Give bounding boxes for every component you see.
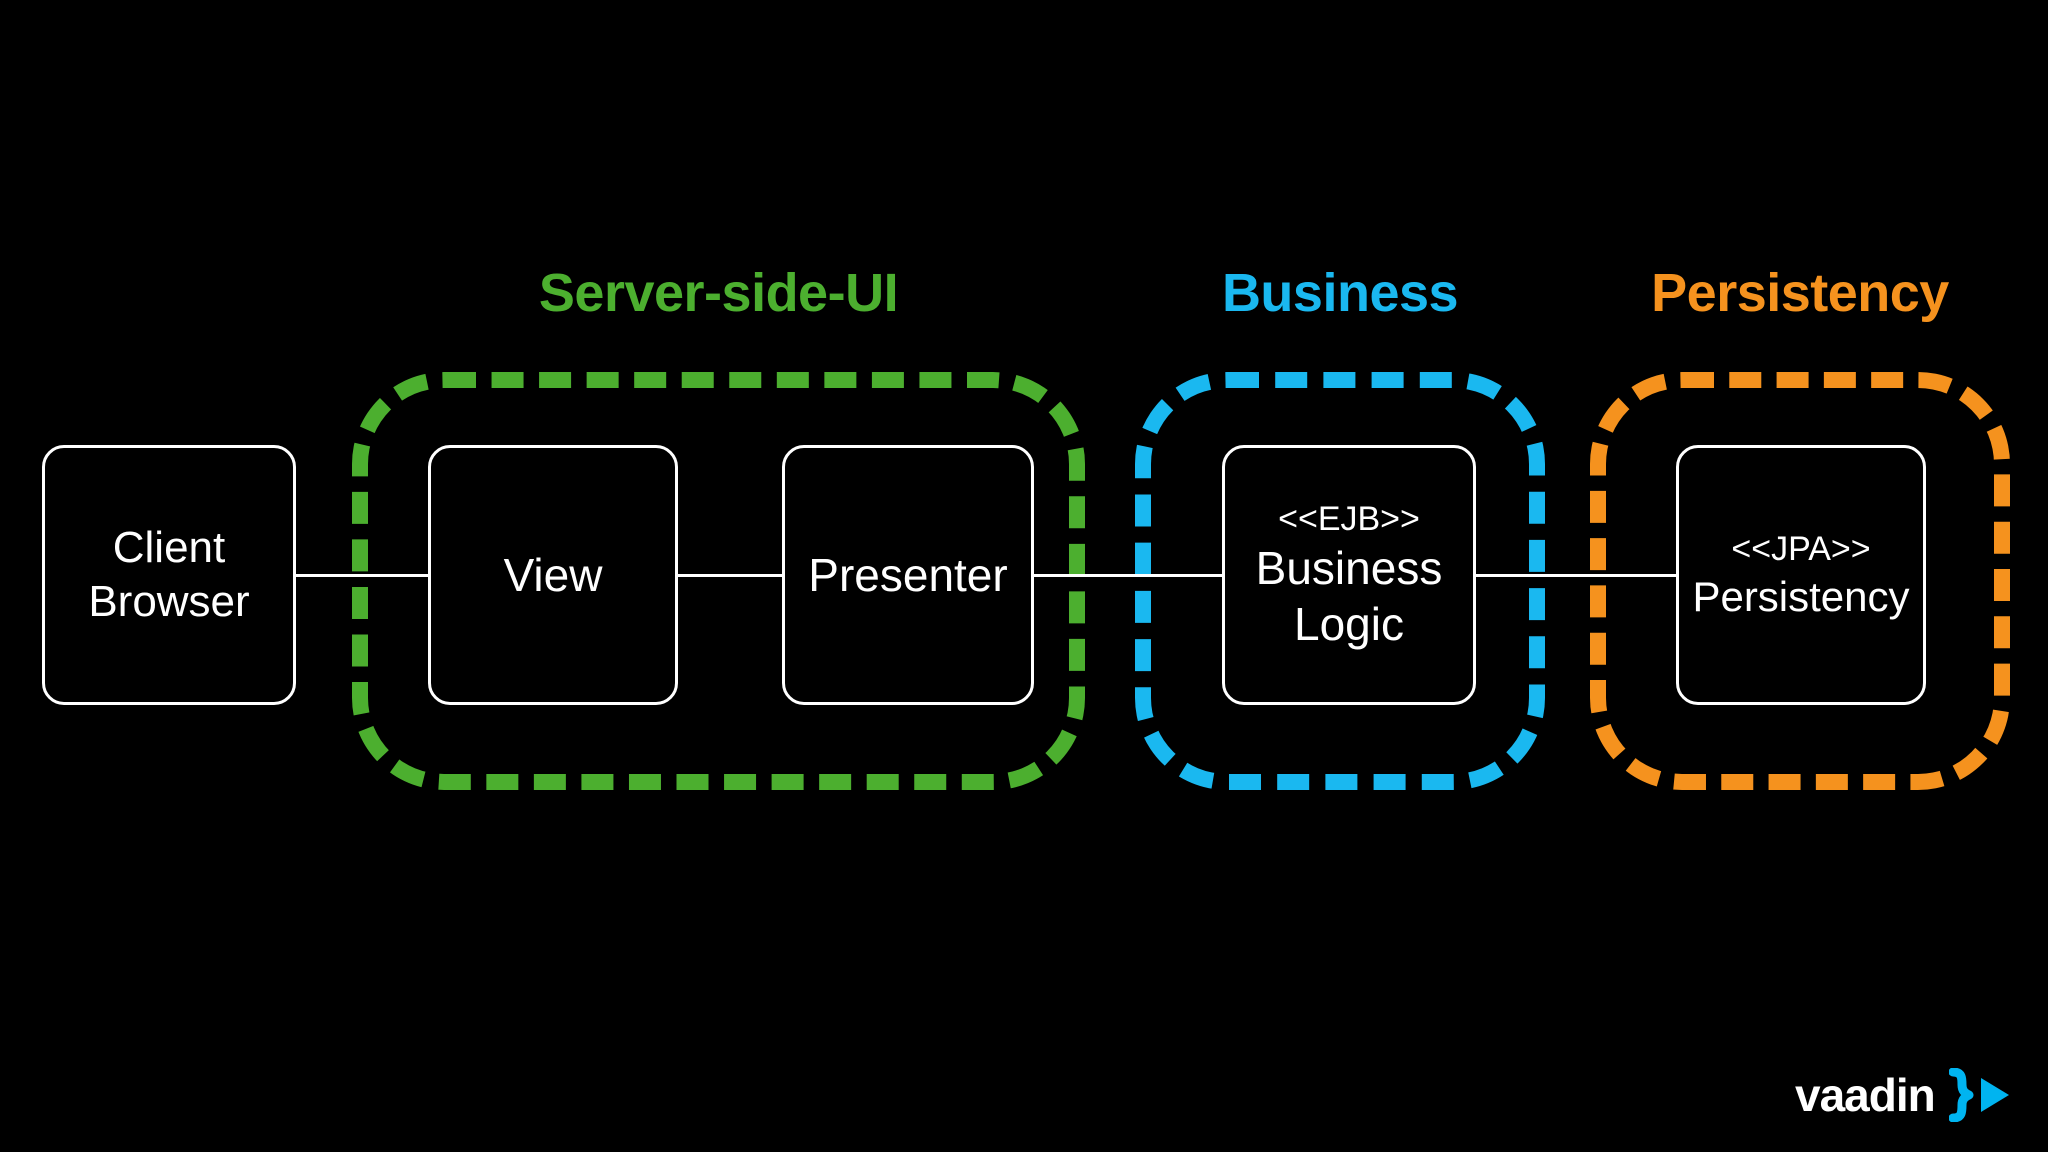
node-business-logic: <<EJB>> Business Logic [1222,445,1476,705]
node-presenter-label: Presenter [808,548,1008,601]
node-business-logic-line1: Business [1255,542,1443,595]
node-client-browser: Client Browser [42,445,296,705]
node-client-browser-line1: Client [112,523,226,573]
connector-view-to-presenter [677,574,787,577]
node-business-logic-line2: Logic [1294,598,1404,651]
group-boundary-business [1135,372,1545,790]
node-business-logic-stereotype: <<EJB>> [1278,499,1420,538]
connector-business-logic-to-persistency [1472,574,1680,577]
group-title-persistency: Persistency [1651,263,1949,323]
node-client-browser-line2: Browser [88,577,250,626]
vaadin-logo: vaadin [1795,1068,2013,1122]
group-title-server-side-ui: Server-side-UI [538,263,899,323]
node-persistency: <<JPA>> Persistency [1676,445,1926,705]
node-persistency-label: Persistency [1692,572,1910,620]
node-presenter: Presenter [782,445,1034,705]
connector-client-browser-to-view [292,574,432,577]
node-view-label: View [503,548,603,601]
node-view: View [428,445,678,705]
group-title-business: Business [1221,263,1459,323]
group-boundary-server-side-ui [352,372,1085,790]
vaadin-wordmark: vaadin [1795,1069,1936,1121]
node-persistency-stereotype: <<JPA>> [1731,530,1871,569]
connector-presenter-to-business-logic [1032,574,1226,577]
vaadin-brace-arrow-icon [1948,1068,2009,1122]
group-boundary-persistency [1590,372,2010,790]
